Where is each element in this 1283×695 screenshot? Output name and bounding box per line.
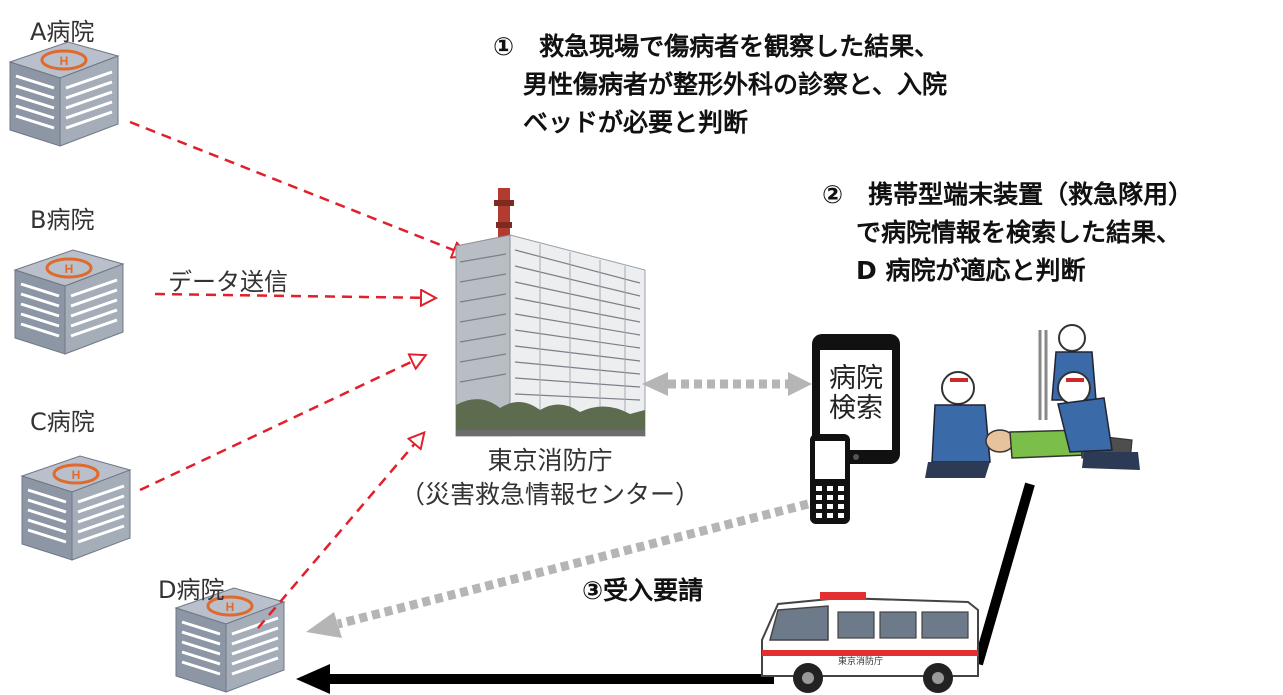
hospital-b-label: B病院: [30, 206, 95, 234]
arrow-a-to-hq: [129, 120, 466, 255]
hq-tablet-link-arrow: [642, 372, 812, 396]
acceptance-request-arrow: [306, 499, 810, 638]
tablet-screen-text: 病院 検索: [820, 364, 892, 424]
transport-route-arrow: [296, 482, 1035, 694]
data-send-label: データ送信: [168, 268, 288, 296]
hospital-d-label: D病院: [158, 576, 225, 604]
ambulance-side-text: 東京消防庁: [838, 657, 884, 667]
hq-subname: （災害救急情報センター）: [399, 480, 700, 509]
arrow-b-to-hq: [154, 294, 434, 298]
ambulance-icon: [761, 592, 979, 693]
step2-text: ② 携帯型端末装置（救急隊用） で病院情報を検索した結果、 D 病院が適応と判断: [822, 176, 1193, 290]
step2-line2: で病院情報を検索した結果、: [856, 218, 1182, 247]
arrow-c-to-hq: [139, 356, 424, 492]
mobile-phone-icon: [810, 434, 850, 524]
hq-name: 東京消防庁: [487, 446, 613, 475]
hospital-a-icon: [8, 40, 120, 148]
tablet-line2: 検索: [829, 393, 883, 424]
hospital-c-label: C病院: [30, 408, 95, 436]
paramedics-scene-icon: [925, 324, 1140, 478]
hospital-a-label: A病院: [30, 18, 95, 46]
step2-line1: ② 携帯型端末装置（救急隊用）: [822, 180, 1194, 209]
step1-line1: ① 救急現場で傷病者を観察した結果、: [493, 32, 940, 61]
step3-label: ③受入要請: [582, 576, 704, 605]
step1-line3: ベッドが必要と判断: [523, 108, 749, 137]
hq-label: 東京消防庁 （災害救急情報センター）: [380, 444, 720, 512]
step1-line2: 男性傷病者が整形外科の診察と、入院: [523, 70, 948, 99]
hospital-b-icon: [13, 248, 125, 356]
tablet-line1: 病院: [829, 363, 883, 394]
hospital-c-icon: [20, 454, 132, 562]
office-tower-icon: [455, 188, 646, 437]
tablet-icon: [812, 334, 900, 464]
step2-line3: D 病院が適応と判断: [856, 256, 1086, 285]
step1-text: ① 救急現場で傷病者を観察した結果、 男性傷病者が整形外科の診察と、入院 ベッド…: [493, 28, 947, 142]
arrow-d-to-hq: [257, 434, 423, 629]
